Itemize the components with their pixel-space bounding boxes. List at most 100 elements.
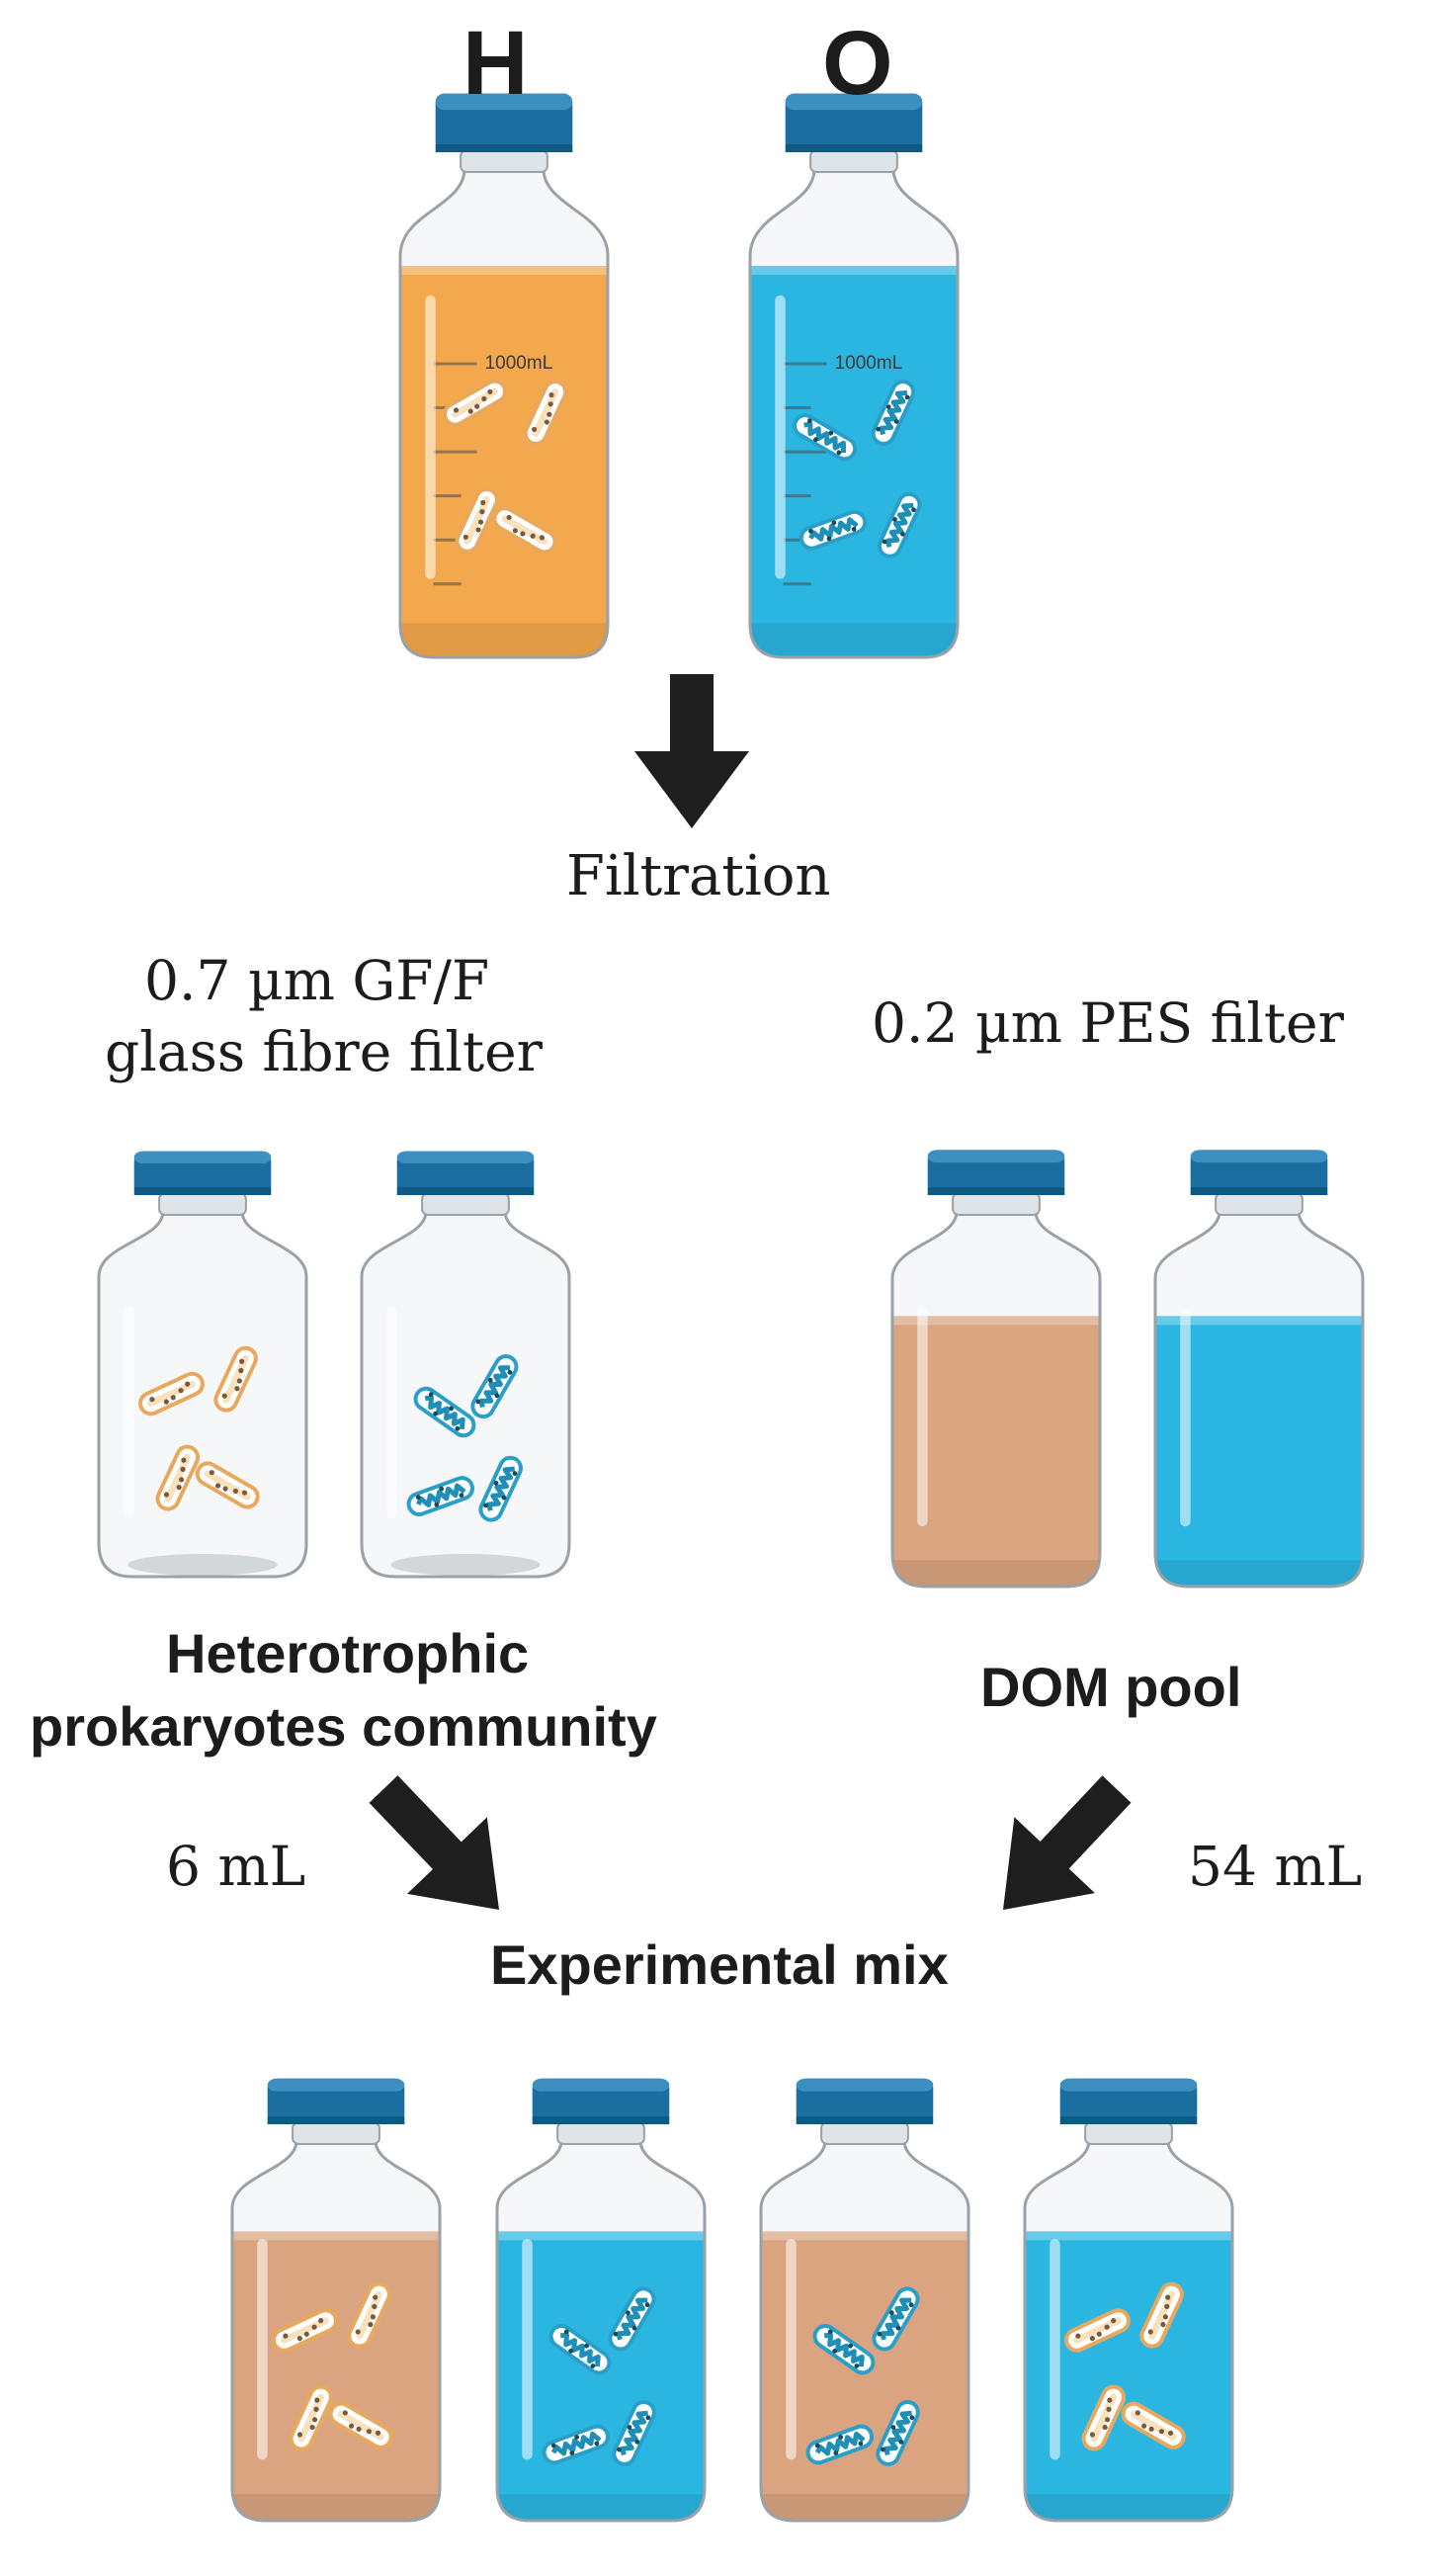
glass-highlight [386, 1306, 397, 1518]
bottle-outline [890, 1209, 1102, 1589]
prokaryote-cell-4 [195, 1461, 260, 1509]
bottle-outline [398, 166, 610, 659]
bottle-cap [1190, 1150, 1328, 1195]
bottle-cap [927, 1150, 1065, 1195]
label-community-line1: Heterotrophic [166, 1622, 530, 1684]
prokaryote-cell-4 [1121, 2401, 1186, 2449]
prokaryote-cell-4 [492, 506, 557, 555]
prokaryote-cell-1 [1064, 2308, 1131, 2353]
bottle-glass [99, 1211, 306, 1577]
bottle-dom-h [890, 1150, 1102, 1589]
graduation-label: 1000mL [485, 353, 553, 374]
glass-highlight [775, 295, 786, 579]
bottle-cap [796, 2078, 934, 2124]
glass-highlight [1050, 2239, 1060, 2460]
glass-highlight [425, 295, 436, 579]
label-volume-right: 54 mL [1188, 1835, 1363, 1898]
bottle-neck [1084, 2121, 1173, 2145]
arrow-filtration [634, 674, 749, 828]
prokaryote-cell-1 [138, 1371, 205, 1417]
glass-highlight [257, 2239, 268, 2460]
label-filter-right: 0.2 µm PES filter [872, 991, 1344, 1055]
prokaryote-cell-1 [812, 2324, 876, 2375]
prokaryote-cell-1 [793, 413, 858, 462]
glass-highlight [786, 2239, 797, 2460]
bottle-dom-o [1153, 1150, 1365, 1589]
prokaryote-cell-4 [877, 491, 922, 558]
prokaryote-cell-1 [413, 1386, 476, 1438]
prokaryote-cell-2 [872, 2286, 920, 2352]
prokaryote-cell-3 [155, 1444, 201, 1511]
bottle-neck [952, 1192, 1041, 1216]
bottle-cap [435, 93, 573, 152]
bottle-neck [1215, 1192, 1303, 1216]
label-filter-left-line1: 0.7 µm GF/F [144, 949, 490, 1012]
bottle-outline [748, 166, 960, 659]
bottle-outline [1023, 2138, 1234, 2523]
bottle-mix-4 [1023, 2078, 1234, 2523]
bottle-outline [759, 2138, 970, 2523]
bottle-cap [785, 93, 923, 152]
prokaryote-cell-3 [289, 2384, 334, 2451]
label-bottle-h: H [462, 13, 529, 114]
arrow-prokaryotes-to-mix [369, 1775, 499, 1910]
bottle-glass [362, 1211, 569, 1577]
prokaryote-cell-3 [1081, 2384, 1127, 2451]
bottle-mix-2 [495, 2078, 707, 2523]
bottle-cap [1059, 2078, 1198, 2124]
graduation-marks: 1000mL [783, 353, 903, 586]
bottle-cap [133, 1151, 272, 1195]
prokaryote-cell-3 [799, 509, 868, 551]
bottle-mix-1 [230, 2078, 442, 2523]
label-volume-left: 6 mL [166, 1835, 306, 1898]
arrows-layer [369, 674, 1132, 1910]
glass-highlight [1180, 1308, 1191, 1527]
bottle-neck [158, 1192, 247, 1216]
bottle-outline [360, 1209, 571, 1579]
prokaryote-cell-1 [443, 379, 508, 427]
label-filtration: Filtration [566, 844, 831, 908]
prokaryote-cell-4 [612, 2400, 656, 2466]
bottle-prokaryotes-o [360, 1151, 571, 1579]
bottle-outline [1153, 1209, 1365, 1589]
arrow-dom-to-mix [1003, 1775, 1132, 1910]
bottle-cap [396, 1151, 535, 1195]
prokaryote-cell-3 [455, 486, 499, 554]
bottle-neck [460, 149, 548, 173]
graduation-label: 1000mL [835, 353, 903, 374]
bottles-layer: 1000mL 1000mL [97, 93, 1365, 2523]
prokaryote-cell-1 [272, 2308, 338, 2353]
bottle-cap [267, 2078, 405, 2124]
prokaryote-cell-2 [608, 2286, 656, 2352]
bottle-mix-3 [759, 2078, 970, 2523]
prokaryote-cell-2 [213, 1345, 258, 1413]
bottle-h-source: 1000mL [398, 93, 610, 659]
prokaryote-cell-2 [523, 380, 568, 446]
glass-highlight [522, 2239, 533, 2460]
bottle-outline [230, 2138, 442, 2523]
bottle-neck [556, 2121, 645, 2145]
bottle-prokaryotes-h [97, 1151, 308, 1579]
prokaryote-cell-4 [328, 2401, 393, 2449]
bottle-neck [820, 2121, 909, 2145]
label-bottle-o: O [822, 13, 893, 114]
bottle-neck [809, 149, 898, 173]
label-experimental-mix: Experimental mix [490, 1933, 949, 1996]
prokaryote-cell-2 [1139, 2281, 1184, 2349]
label-community-line2: prokaryotes community [30, 1695, 657, 1758]
prokaryote-cell-1 [548, 2324, 612, 2375]
prokaryote-cell-3 [406, 1476, 475, 1517]
bottle-neck [421, 1192, 510, 1216]
bottle-o-source: 1000mL [748, 93, 960, 659]
glass-highlight [917, 1308, 928, 1527]
bottle-outline [495, 2138, 707, 2523]
prokaryote-cell-3 [805, 2424, 875, 2465]
bottle-outline [97, 1209, 308, 1579]
bottle-neck [292, 2121, 380, 2145]
prokaryote-cell-4 [478, 1455, 523, 1522]
prokaryote-cell-2 [871, 380, 916, 446]
label-dom-pool: DOM pool [980, 1656, 1242, 1718]
prokaryote-cell-2 [470, 1354, 519, 1419]
prokaryote-cell-2 [347, 2281, 391, 2349]
